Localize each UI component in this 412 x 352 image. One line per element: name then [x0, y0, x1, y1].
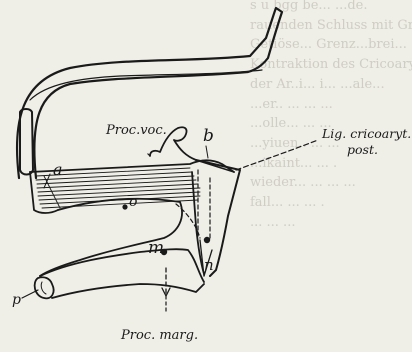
lig-leader-line: [236, 140, 318, 170]
thyroid-arch-outer: [17, 8, 282, 178]
label-b: b: [203, 126, 214, 146]
p-leader: [22, 290, 38, 298]
tube-end-inner: [41, 282, 46, 294]
label-m: m: [148, 238, 164, 258]
label-a: a: [53, 160, 63, 179]
label-n: n: [204, 256, 214, 274]
label-proc-marg: Proc. marg.: [121, 328, 198, 343]
point-o: [122, 204, 127, 209]
label-lig-post: post.: [347, 142, 378, 157]
tube-end-ellipse: [35, 277, 54, 298]
label-p: p: [12, 292, 21, 308]
point-n: [204, 237, 210, 243]
process-tube-lower: [52, 284, 204, 298]
label-o: o: [129, 194, 137, 210]
left-plate: [20, 109, 33, 175]
label-lig-cricoaryt: Lig. cricoaryt.: [322, 126, 411, 141]
label-proc-voc: Proc.voc.: [106, 123, 167, 138]
b-pointer: [206, 146, 208, 158]
